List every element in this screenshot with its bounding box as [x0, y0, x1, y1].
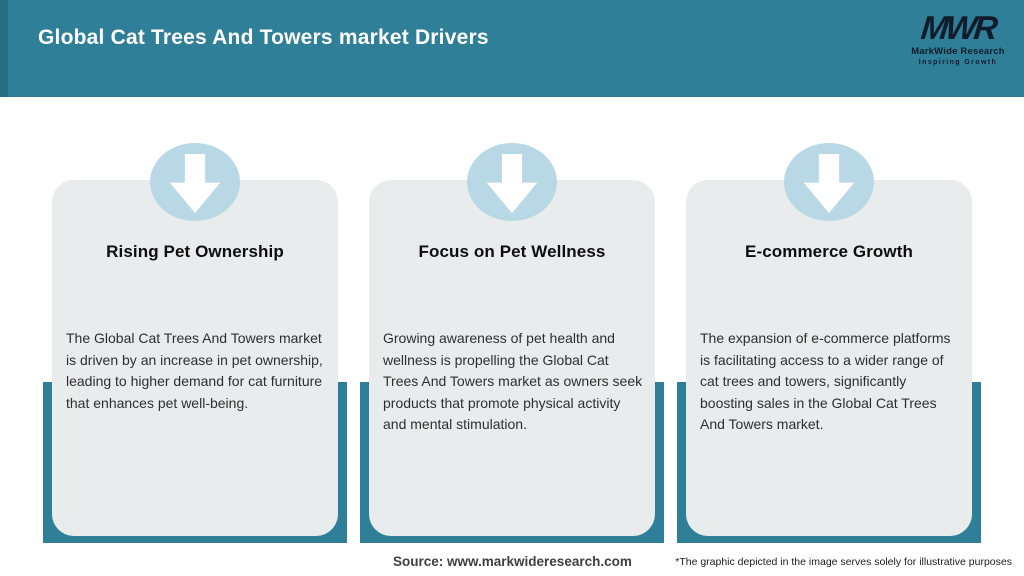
card-body: The Global Cat Trees And Towers market i… — [66, 330, 323, 411]
driver-card: Rising Pet Ownership The Global Cat Tree… — [52, 180, 338, 536]
driver-card: Focus on Pet Wellness Growing awareness … — [369, 180, 655, 536]
down-arrow-icon — [150, 143, 240, 221]
down-arrow-icon — [467, 143, 557, 221]
card-title: E-commerce Growth — [745, 242, 913, 261]
logo-name: MarkWide Research — [911, 46, 1005, 57]
logo-tagline: Inspiring Growth — [918, 58, 998, 66]
driver-card-group: Rising Pet Ownership The Global Cat Tree… — [43, 0, 347, 576]
card-body: The expansion of e-commerce platforms is… — [700, 330, 951, 432]
disclaimer-text: *The graphic depicted in the image serve… — [675, 556, 1012, 568]
driver-card-group: Focus on Pet Wellness Growing awareness … — [360, 0, 664, 576]
down-arrow-icon — [784, 143, 874, 221]
card-title: Focus on Pet Wellness — [418, 242, 606, 261]
card-body: Growing awareness of pet health and well… — [383, 330, 643, 432]
driver-card-group: E-commerce Growth The expansion of e-com… — [677, 0, 981, 576]
card-title: Rising Pet Ownership — [106, 242, 284, 261]
page-title: Global Cat Trees And Towers market Drive… — [38, 26, 489, 49]
driver-card: E-commerce Growth The expansion of e-com… — [686, 180, 972, 536]
header-bar: Global Cat Trees And Towers market Drive… — [0, 0, 1024, 97]
markwide-logo: MWR MarkWide Research Inspiring Growth — [910, 9, 1006, 66]
header-left-edge — [0, 0, 8, 97]
source-text: Source: www.markwideresearch.com — [393, 554, 632, 569]
